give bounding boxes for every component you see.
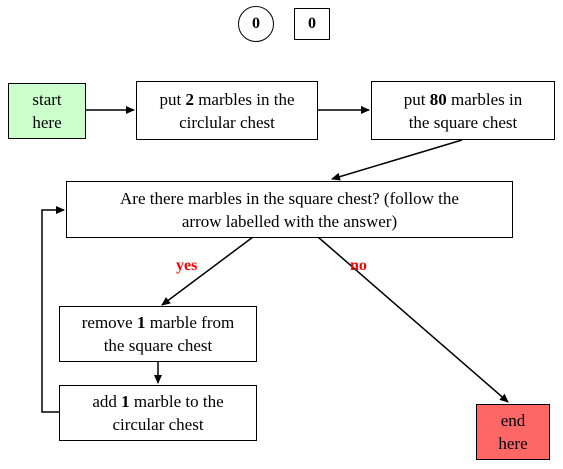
put-square-node: put 80 marbles in the square chest [371, 81, 555, 140]
put-circular-count: 2 [185, 89, 194, 109]
yes-label: yes [176, 257, 198, 274]
no-label: no [350, 257, 367, 274]
put-circular-node: put 2 marbles in the circlular chest [136, 81, 318, 140]
question-line2: arrow labelled with the answer) [181, 211, 398, 231]
remove-post: marble from [145, 313, 235, 332]
put-circular-line2: circlular chest [179, 112, 275, 132]
arrow-put-square-to-question [331, 139, 463, 181]
add-count: 1 [121, 392, 130, 411]
arrow-no [317, 236, 509, 403]
start-node-line1: start [32, 90, 62, 109]
start-node: start here [8, 83, 86, 139]
remove-count: 1 [136, 313, 146, 332]
question-line1: Are there marbles in the square chest? (… [120, 188, 459, 208]
square-chest-counter: 0 [294, 8, 330, 40]
put-square-count: 80 [429, 89, 447, 109]
remove-line2: the square chest [103, 336, 213, 355]
add-pre: add [92, 392, 122, 411]
put-square-line2: the square chest [408, 112, 518, 132]
put-circular-pre: put [159, 89, 186, 109]
add-node: add 1 marble to the circular chest [59, 385, 257, 441]
start-node-line2: here [32, 113, 62, 132]
question-node: Are there marbles in the square chest? (… [66, 181, 513, 238]
add-post: marble to the [129, 392, 224, 411]
end-node-line2: here [498, 434, 528, 453]
put-square-post: marbles in [446, 89, 523, 109]
put-circular-post: marbles in the [193, 89, 295, 109]
put-square-pre: put [403, 89, 430, 109]
end-node: end here [476, 404, 550, 460]
remove-node: remove 1 marble from the square chest [59, 306, 257, 362]
remove-pre: remove [81, 313, 137, 332]
circular-chest-counter: 0 [238, 6, 274, 42]
add-line2: circular chest [112, 415, 204, 434]
end-node-line1: end [500, 411, 526, 430]
